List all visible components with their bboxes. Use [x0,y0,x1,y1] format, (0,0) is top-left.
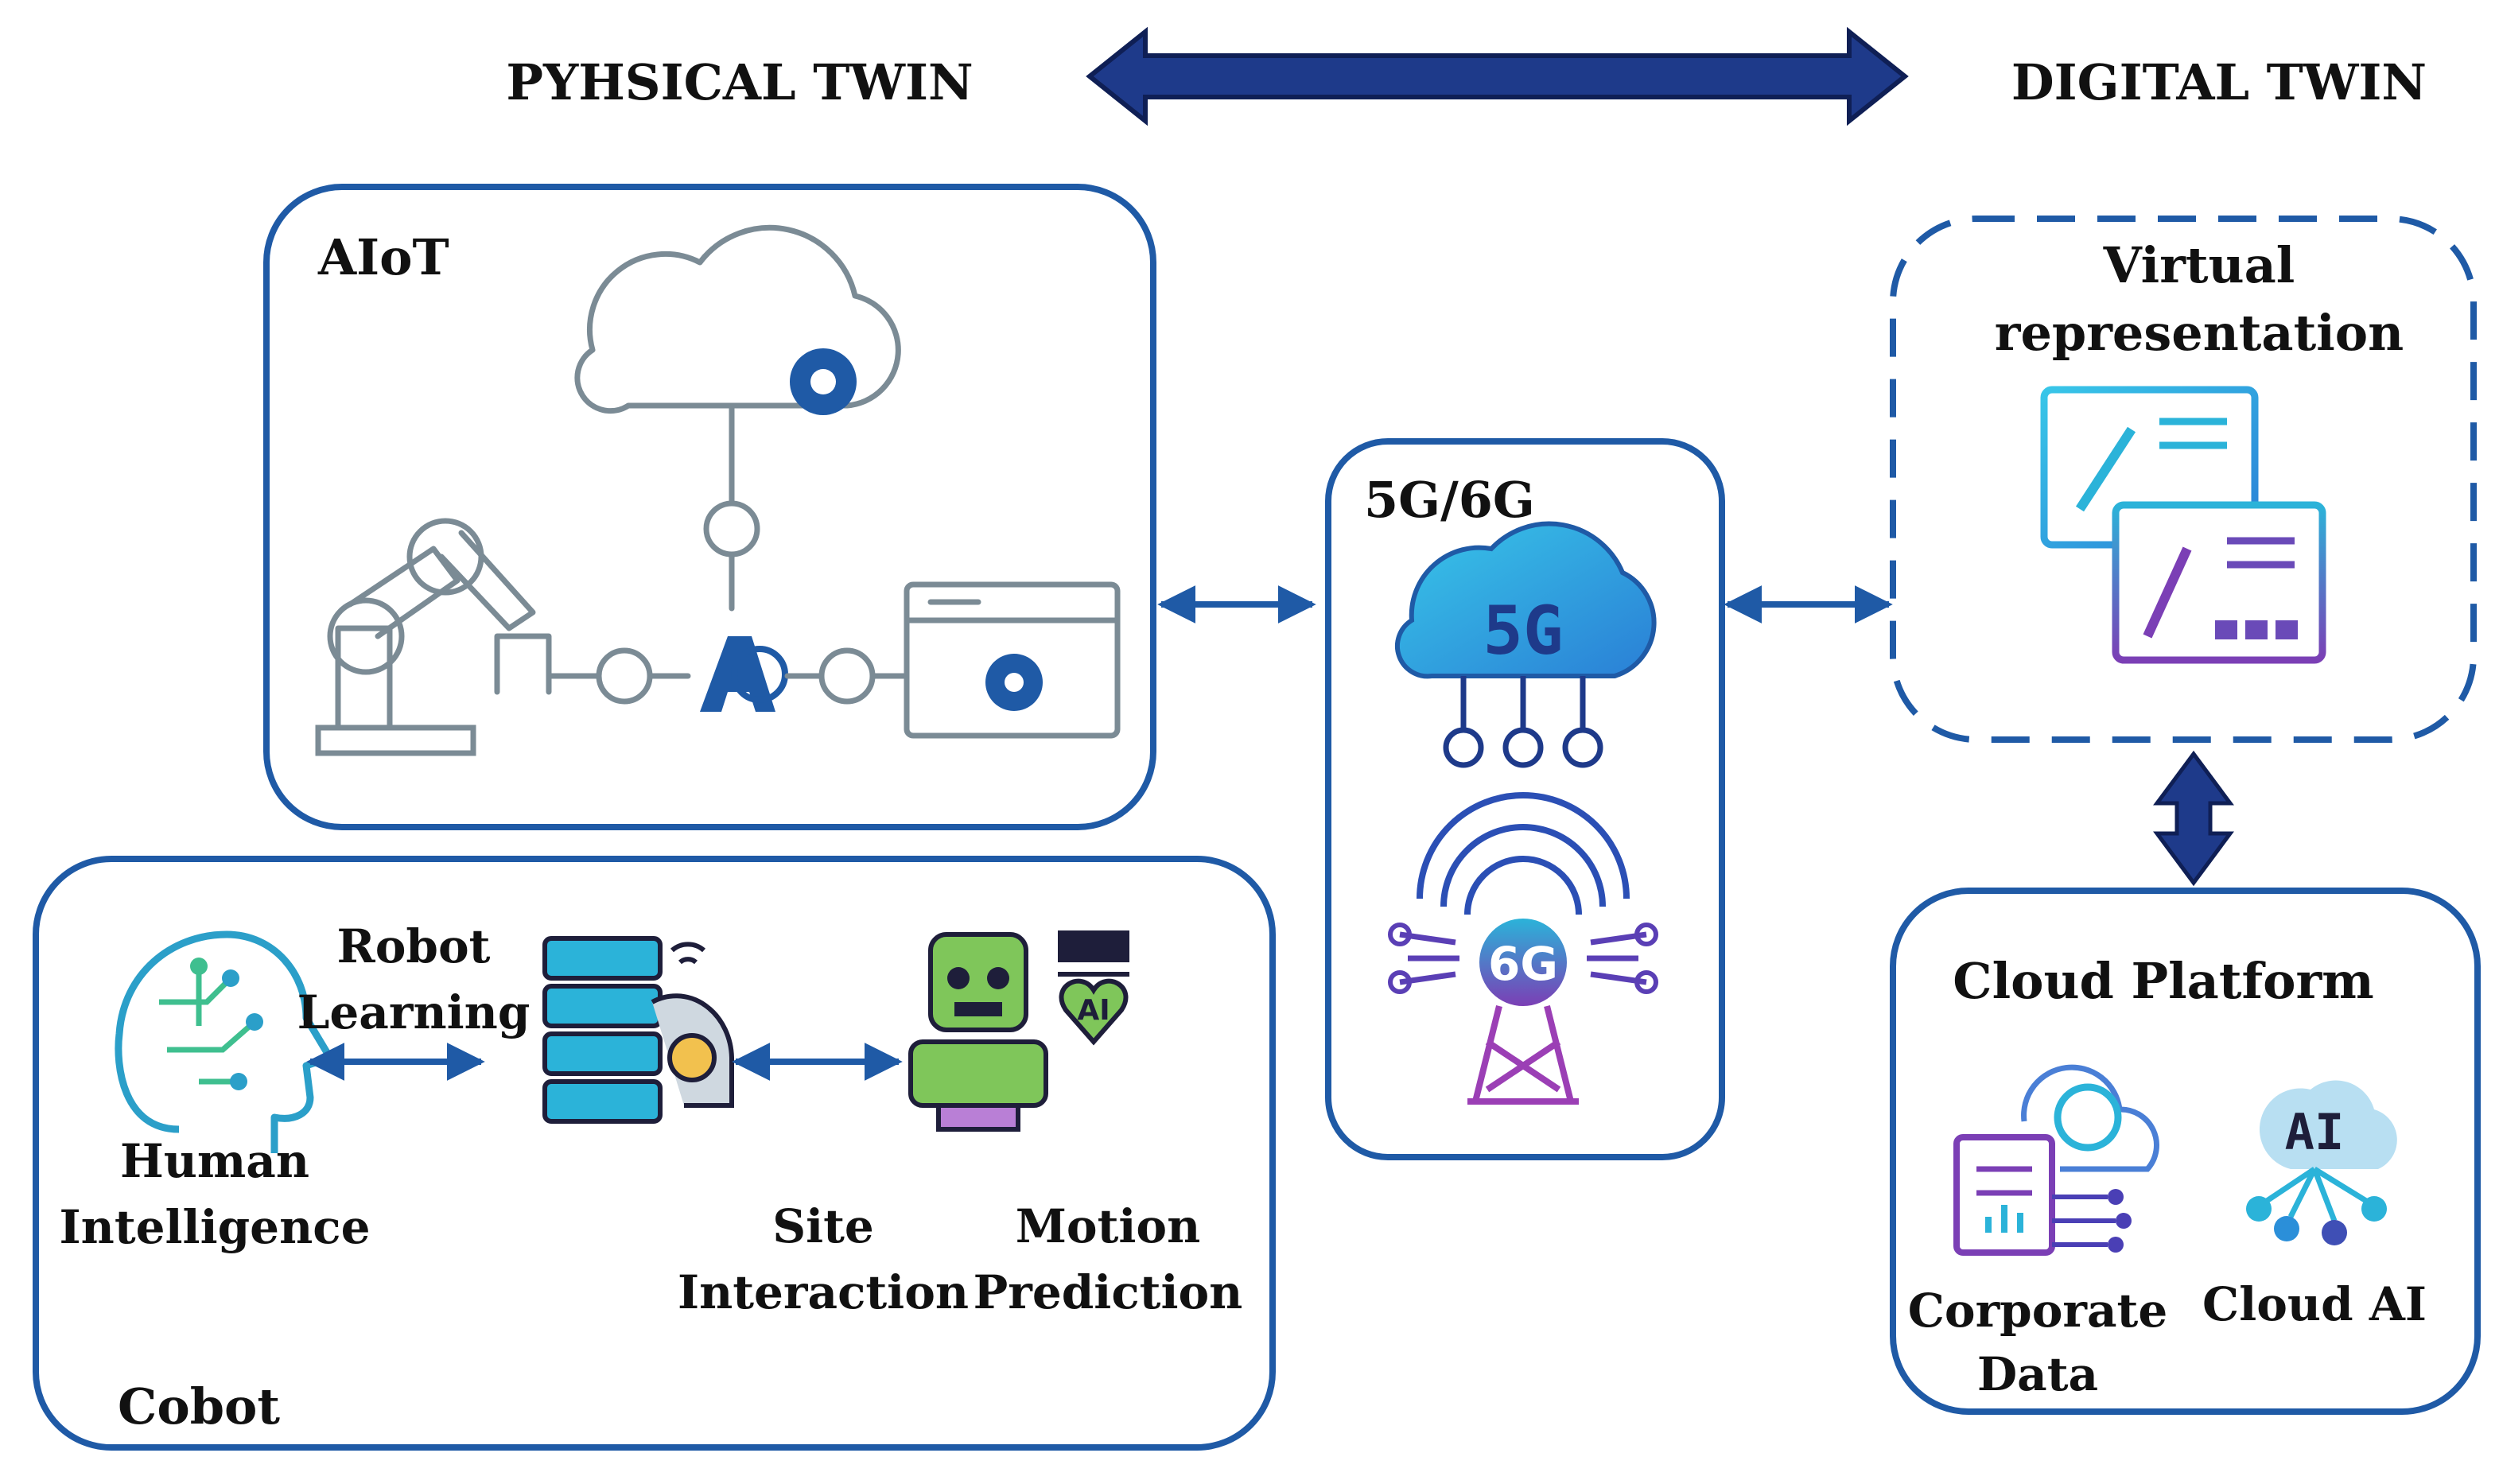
robot-learning-label-line2: Learning [297,985,531,1039]
robot-learning-label-line1: Robot [337,919,491,973]
cobot-title: Cobot [118,1377,280,1435]
motion-prediction-robot-icon: AI [908,930,1129,1132]
human-intelligence-label-line1: Human [120,1134,309,1188]
double-arrow-icon [1086,26,1909,126]
ai-cloud-icon [574,224,901,415]
cloud-platform-box [1890,888,2481,1415]
cloud-5g-label: 5G [1483,592,1563,670]
human-intelligence-label-line2: Intelligence [60,1200,371,1254]
tower-6g-icon: 6G [1388,792,1658,1105]
virtual-screens-icon [2040,386,2326,664]
virtual-title-line2: representation [1995,304,2404,362]
cloud-platform-title: Cloud Platform [1953,952,2374,1010]
dashboard-window-icon [904,581,1121,739]
motion-prediction-label-line2: Prediction [974,1265,1243,1319]
virtual-title-line1: Virtual [2103,236,2295,294]
cloud-ai-label: Cloud AI [2202,1277,2427,1331]
robot-arm-icon [315,518,552,756]
site-interaction-label-line2: Interaction [678,1265,969,1319]
vertical-double-arrow-icon [2153,750,2234,887]
human-intelligence-head-icon [115,930,334,1153]
digital-twin-title: DIGITAL TWIN [2011,53,2427,111]
physical-twin-title: PYHSICAL TWIN [506,53,973,111]
network-title: 5G/6G [1364,471,1535,529]
corporate-data-label-line1: Corporate [1908,1284,2167,1338]
motion-prediction-label-line1: Motion [1016,1199,1201,1253]
corporate-data-label-line2: Data [1977,1347,2098,1401]
tower-6g-label: 6G [1488,937,1558,991]
aiot-title: AIoT [317,228,449,286]
corporate-data-icon [1953,1064,2159,1256]
ai-brain-icon [700,636,788,712]
cloud-ai-icon: AI [2246,1080,2397,1245]
site-interaction-label-line1: Site [772,1199,874,1253]
aiot-box [263,184,1156,830]
server-robot-head-icon [542,936,734,1124]
cloud-5g-icon: 5G [1394,521,1657,768]
cloud-ai-badge: AI [2285,1103,2345,1161]
motion-ai-badge: AI [1077,994,1110,1027]
